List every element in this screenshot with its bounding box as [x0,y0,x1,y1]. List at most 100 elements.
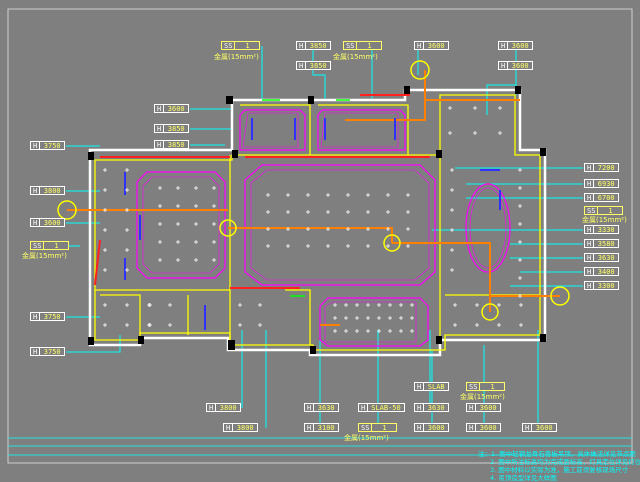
downlight-symbol [450,268,454,272]
tag-value: 3600 [507,61,534,70]
downlight-symbol [355,316,359,320]
tag-label: H [154,124,164,133]
downlight-symbol [450,248,454,252]
downlight-symbol [238,303,242,307]
tag-value: 3600 [507,41,534,50]
tag-value: 1 [479,382,506,391]
downlight-symbol [399,316,403,320]
downlight-symbol [475,323,479,327]
tag-value: 3850 [163,124,190,133]
downlight-symbol [518,276,522,280]
downlight-symbol [386,210,390,214]
ceiling-trim [94,94,541,351]
downlight-symbol [306,210,310,214]
tag-label: SS [343,41,357,50]
downlight-symbol [497,323,501,327]
downlight-symbol [333,303,337,307]
downlight-symbol [366,303,370,307]
downlight-symbol [306,193,310,197]
downlight-symbol [355,303,359,307]
downlight-symbol [410,316,414,320]
downlight-symbol [497,303,501,307]
downlight-symbol [194,258,198,262]
tag-value: 3750 [39,347,66,356]
downlight-symbol [103,208,107,212]
tag-value: 1 [597,206,624,215]
downlight-symbol [518,204,522,208]
tag-value: 3600 [475,403,502,412]
downlight-symbol [176,240,180,244]
tag-value: 3630 [313,403,340,412]
tag-label: H [584,163,594,172]
downlight-symbol [453,303,457,307]
tag-value: 3800 [232,423,259,432]
downlight-symbol [406,193,410,197]
tag-value: 7200 [593,163,620,172]
downlight-symbol [125,228,129,232]
lighting-circuits [67,70,560,326]
downlight-symbol [346,193,350,197]
note-line-3: 3. 图中材料以实际为准，施工前须复核现场尺寸 [490,466,629,474]
downlight-symbol [286,210,290,214]
downlight-symbol [448,131,452,135]
tag-value: 3600 [423,423,450,432]
downlight-symbol [125,208,129,212]
downlight-symbol [450,188,454,192]
downlight-symbol [266,227,270,231]
tag-label: H [154,140,164,149]
material-spec: 金属(15mm²) [582,216,627,224]
tag-label: H [414,382,424,391]
tag-label: H [466,403,476,412]
downlight-symbol [286,244,290,248]
downlight-symbol [406,210,410,214]
downlight-symbol [366,227,370,231]
downlight-symbol [333,329,337,333]
downlight-symbol [326,244,330,248]
tag-label: H [584,267,594,276]
fixture-accents [262,99,350,297]
downlight-symbol [212,204,216,208]
downlight-symbol [125,268,129,272]
downlight-symbol [266,244,270,248]
tag-value: 3850 [163,140,190,149]
tag-label: H [414,41,424,50]
downlight-symbol [388,303,392,307]
downlight-symbol [168,323,172,327]
tag-label: H [414,423,424,432]
note-line-4: 4. 吊顶造型详见大样图 [490,474,557,482]
downlight-symbol [450,168,454,172]
downlight-symbol [346,227,350,231]
tag-value: 3800 [39,186,66,195]
tag-label: H [304,423,314,432]
downlight-symbol [103,188,107,192]
downlight-symbol [306,244,310,248]
material-spec: 金属(15mm²) [214,53,259,61]
tag-label: H [30,218,40,227]
tag-label: H [154,104,164,113]
downlight-symbol [326,193,330,197]
tag-label: SS [30,241,44,250]
downlight-symbol [410,329,414,333]
downlight-symbol [518,168,522,172]
material-spec: 金属(15mm²) [22,252,67,260]
tag-value: 3600 [531,423,558,432]
tag-label: H [584,225,594,234]
downlight-symbol [103,228,107,232]
tag-label: H [358,403,368,412]
tag-value: 3300 [593,281,620,290]
downlight-symbol [450,228,454,232]
